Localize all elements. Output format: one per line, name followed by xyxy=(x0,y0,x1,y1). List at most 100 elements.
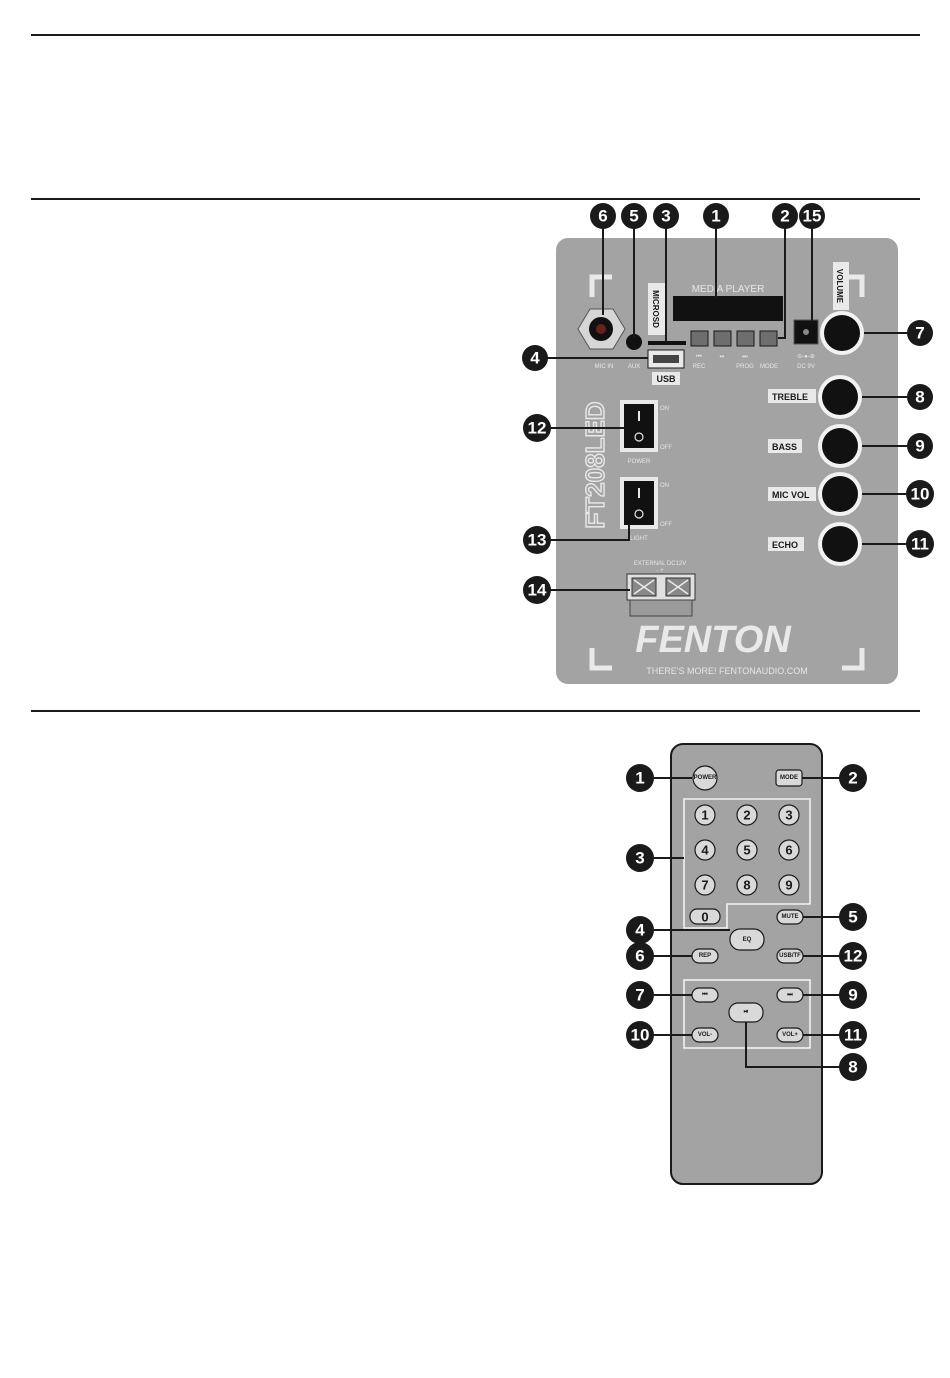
svg-text:9: 9 xyxy=(915,437,924,456)
digit-0-button[interactable]: 0 xyxy=(689,908,721,925)
rec-prev-button[interactable] xyxy=(690,330,709,347)
digit-1-button[interactable]: 1 xyxy=(694,804,716,826)
mic-in-jack-core xyxy=(596,324,606,334)
remote-callout-7: 7 xyxy=(626,981,654,1009)
next-button[interactable]: ⏭ xyxy=(776,987,804,1003)
remote-callout-11: 11 xyxy=(839,1021,867,1049)
section-rule-1 xyxy=(31,198,920,200)
svg-text:MUTE: MUTE xyxy=(782,914,799,920)
callout-7: 7 xyxy=(907,320,933,346)
remote-callout-5: 5 xyxy=(839,903,867,931)
treble-knob[interactable] xyxy=(822,379,858,415)
rep-button[interactable]: REP xyxy=(691,948,719,964)
remote-callout-10: 10 xyxy=(626,1021,654,1049)
mode-button[interactable] xyxy=(759,330,778,347)
svg-text:⏮: ⏮ xyxy=(702,992,708,998)
svg-text:POWER: POWER xyxy=(694,775,717,781)
microsd-tag xyxy=(648,283,666,335)
digit-6-button[interactable]: 6 xyxy=(778,839,800,861)
svg-text:8: 8 xyxy=(848,1058,857,1077)
external-polarity: - + xyxy=(656,568,664,574)
media-display xyxy=(673,296,783,321)
svg-text:7: 7 xyxy=(701,878,708,893)
volume-knob[interactable] xyxy=(824,315,860,351)
usb-label: USB xyxy=(656,374,676,384)
vol-plus-button[interactable]: VOL+ xyxy=(776,1027,804,1043)
aux-jack[interactable] xyxy=(626,334,642,350)
play-pause-button[interactable] xyxy=(713,330,732,347)
svg-text:11: 11 xyxy=(844,1026,862,1045)
callout-6: 6 xyxy=(590,203,616,229)
model-label: FT208LED xyxy=(580,401,610,528)
prog-label: PROG xyxy=(736,364,754,370)
svg-text:7: 7 xyxy=(915,324,924,343)
svg-text:8: 8 xyxy=(915,388,924,407)
usb-tf-button[interactable]: USB/TF xyxy=(776,948,804,964)
remote-callout-2: 2 xyxy=(839,764,867,792)
svg-text:9: 9 xyxy=(785,878,792,893)
remote-callout-6: 6 xyxy=(626,942,654,970)
svg-text:REP: REP xyxy=(699,953,711,959)
panel-body xyxy=(556,238,898,684)
svg-text:1: 1 xyxy=(635,769,644,788)
svg-text:0: 0 xyxy=(701,910,708,925)
svg-text:1: 1 xyxy=(701,808,708,823)
echo-label: ECHO xyxy=(772,540,798,550)
digit-5-button[interactable]: 5 xyxy=(736,839,758,861)
callout-13: 13 xyxy=(523,526,551,554)
power-button[interactable]: POWER xyxy=(692,765,718,791)
svg-text:3: 3 xyxy=(661,207,670,226)
svg-text:VOL+: VOL+ xyxy=(782,1032,798,1038)
digit-2-button[interactable]: 2 xyxy=(736,804,758,826)
digit-8-button[interactable]: 8 xyxy=(736,874,758,896)
callout-2: 2 xyxy=(772,203,798,229)
echo-knob[interactable] xyxy=(822,526,858,562)
rec-label: REC xyxy=(693,364,706,370)
power-off-label: OFF xyxy=(660,445,672,451)
power-switch-off-mark xyxy=(634,432,644,442)
mute-button[interactable]: MUTE xyxy=(776,909,804,925)
digit-3-button[interactable]: 3 xyxy=(778,804,800,826)
prev-button[interactable]: ⏮ xyxy=(691,987,719,1003)
volume-label: VOLUME xyxy=(835,269,844,304)
dc12v-terminal-base xyxy=(629,599,693,617)
svg-text:5: 5 xyxy=(629,207,638,226)
vol-minus-button[interactable]: VOL- xyxy=(691,1027,719,1043)
play-glyph: ⏯ xyxy=(720,354,725,360)
section-rule-2 xyxy=(31,710,920,712)
svg-text:3: 3 xyxy=(785,808,792,823)
bass-knob[interactable] xyxy=(822,428,858,464)
digit-7-button[interactable]: 7 xyxy=(694,874,716,896)
bass-tag xyxy=(768,439,802,453)
prog-next-button[interactable] xyxy=(736,330,755,347)
power-label: POWER xyxy=(628,459,651,465)
svg-text:9: 9 xyxy=(848,986,857,1005)
remote-callout-8: 8 xyxy=(839,1053,867,1081)
light-switch-off-mark xyxy=(634,509,644,519)
svg-text:2: 2 xyxy=(848,769,857,788)
callout-11: 11 xyxy=(906,530,934,558)
play-pause-button[interactable]: ⏯ xyxy=(728,1002,764,1023)
remote-leader-8 xyxy=(745,1022,840,1068)
digit-4-button[interactable]: 4 xyxy=(694,839,716,861)
svg-text:12: 12 xyxy=(844,947,863,966)
eq-button[interactable]: EQ xyxy=(729,928,765,951)
svg-text:4: 4 xyxy=(635,921,645,940)
svg-text:⏯: ⏯ xyxy=(744,1009,749,1015)
svg-text:10: 10 xyxy=(631,1026,650,1045)
digit-9-button[interactable]: 9 xyxy=(778,874,800,896)
mic-vol-knob[interactable] xyxy=(822,476,858,512)
svg-text:EQ: EQ xyxy=(743,937,752,943)
svg-text:4: 4 xyxy=(701,843,709,858)
tagline: THERE'S MORE! FENTONAUDIO.COM xyxy=(646,666,808,676)
svg-text:6: 6 xyxy=(598,207,607,226)
mic-in-label: MIC IN xyxy=(595,364,614,370)
keypad-frame xyxy=(683,798,811,929)
microsd-label: MICROSD xyxy=(651,290,660,328)
mode-button[interactable]: MODE xyxy=(775,769,803,787)
svg-text:2: 2 xyxy=(743,808,750,823)
media-player-label: MEDIA PLAYER xyxy=(692,284,765,295)
remote-callout-1: 1 xyxy=(626,764,654,792)
callout-1: 1 xyxy=(703,203,729,229)
svg-text:14: 14 xyxy=(528,581,547,600)
